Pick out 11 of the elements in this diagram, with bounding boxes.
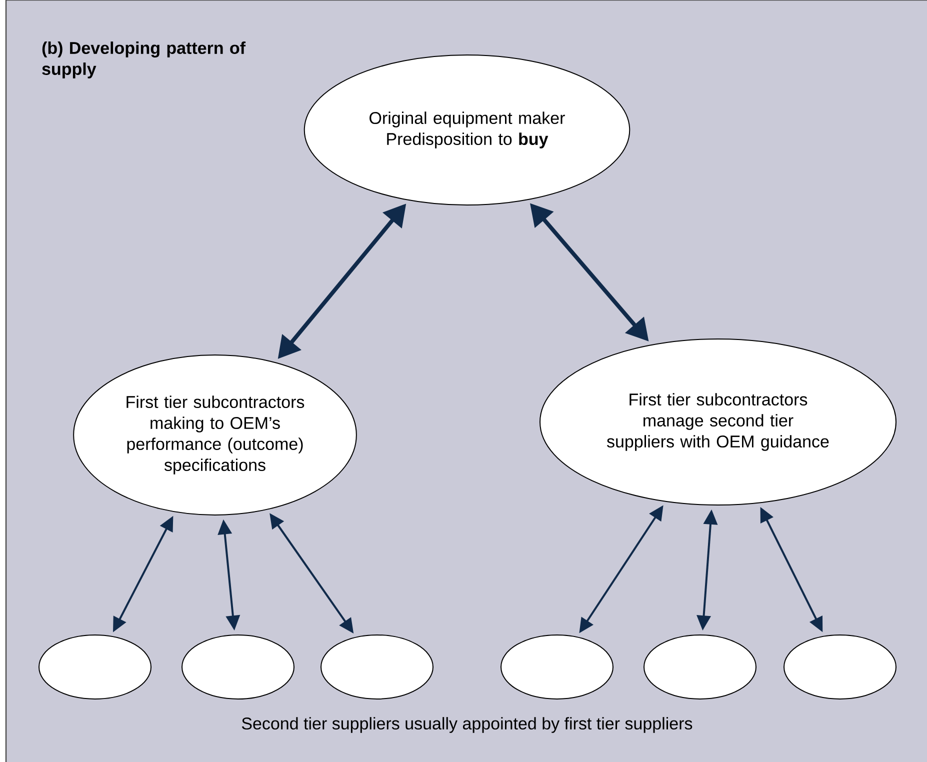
ellipse-node: First tier subcontractors manage second tier suppliers with OEM guidance <box>540 338 896 506</box>
panel-title: (b) Developing pattern of supply <box>42 42 246 78</box>
note-text: Second tier suppliers usually appointed by first tier suppliers <box>242 717 692 733</box>
empty-ellipse <box>784 634 896 700</box>
empty-ellipse <box>38 634 152 700</box>
empty-ellipse <box>182 634 294 700</box>
ellipse-node: First tier subcontractors making to OEM’s performance (outcome) specifications <box>73 354 357 516</box>
empty-ellipse <box>644 634 756 700</box>
ellipse-node: Original equipment maker Predisposition to buy <box>304 54 630 206</box>
empty-ellipse <box>320 634 434 700</box>
empty-ellipse <box>500 634 614 700</box>
